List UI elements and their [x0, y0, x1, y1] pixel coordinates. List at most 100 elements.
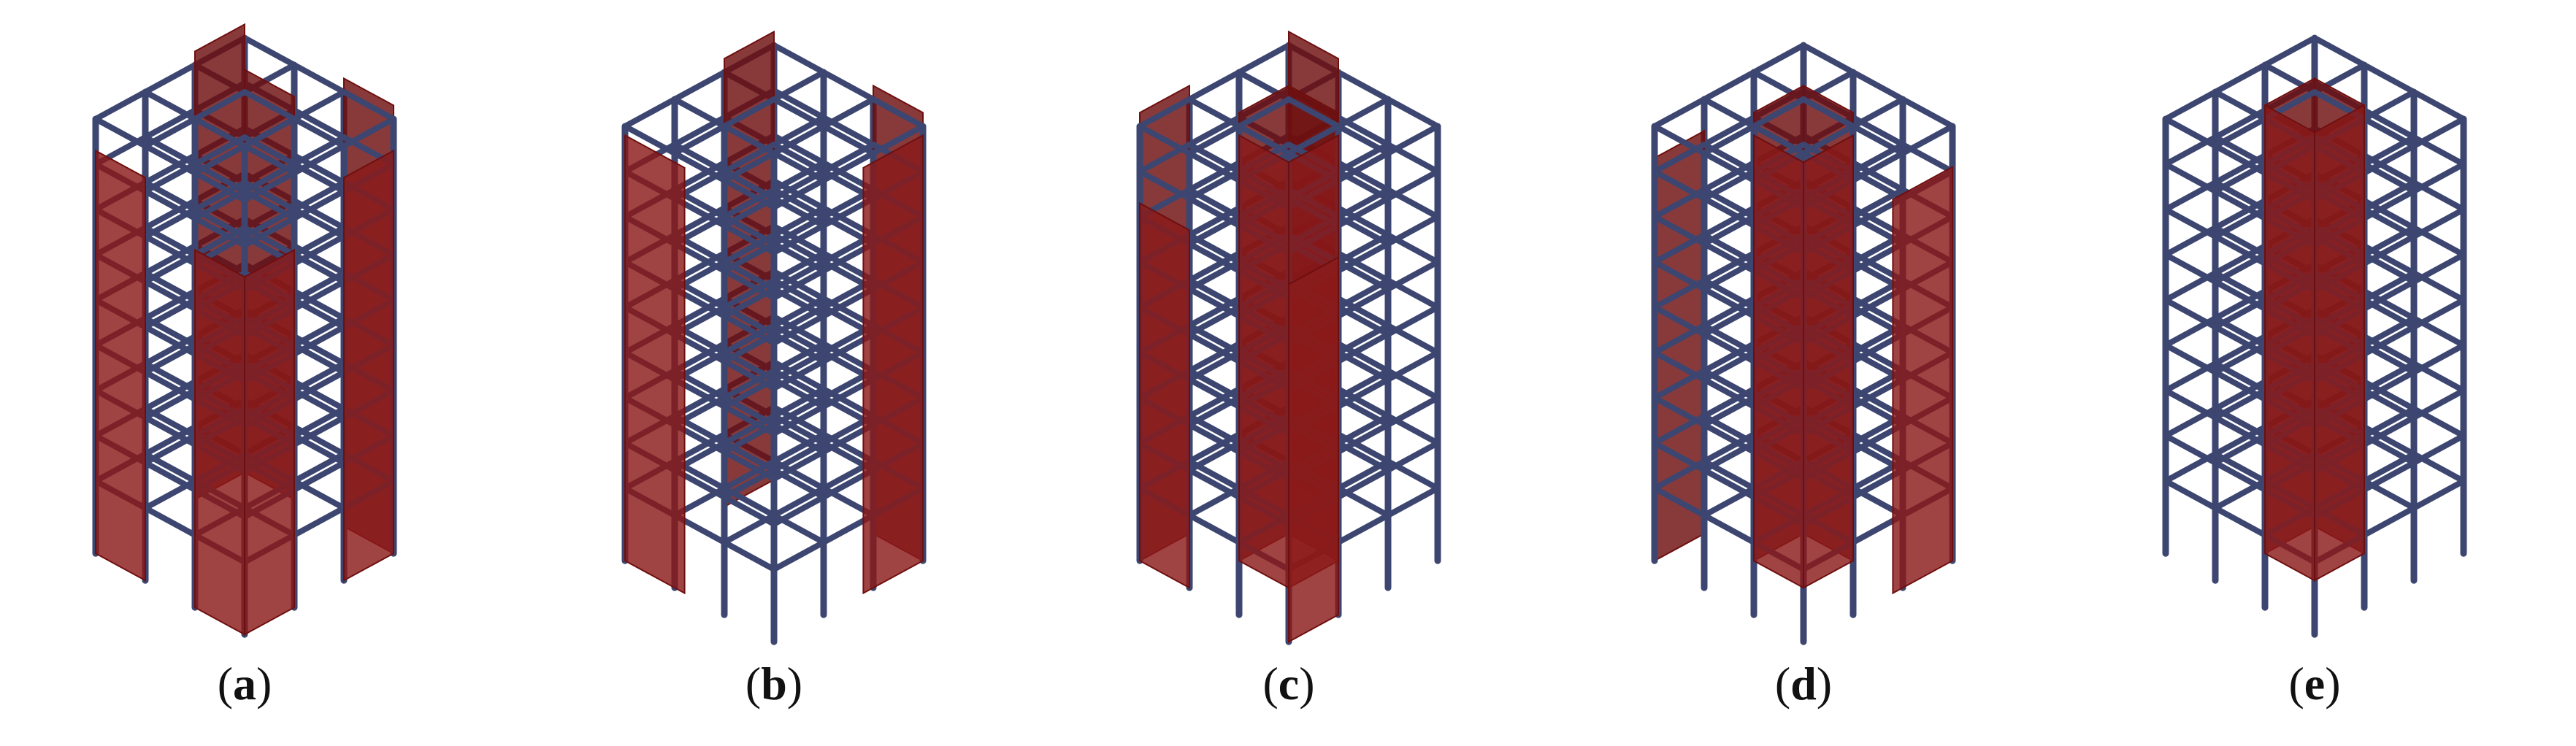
frame-beam [1335, 512, 1391, 545]
frame-beam [1137, 96, 1192, 129]
frame-beam [142, 324, 198, 357]
frame-beam [771, 69, 827, 102]
frame-beam [341, 116, 396, 149]
frame-beam [2411, 433, 2466, 466]
frame-beam [2361, 279, 2417, 312]
frame-beam [2411, 388, 2466, 420]
frame-beam [2212, 62, 2268, 95]
frame-beam [142, 460, 198, 493]
frame-beam [1187, 331, 1242, 364]
frame-beam [1187, 150, 1242, 183]
frame-beam [1187, 422, 1242, 455]
shear-wall [1892, 166, 1953, 595]
frame-beam [1335, 467, 1391, 500]
frame-beam [771, 404, 827, 437]
frame-beam [142, 234, 198, 266]
frame-beam [1701, 241, 1757, 274]
frame-beam [2361, 188, 2417, 221]
frame-beam [2361, 460, 2417, 493]
frame-beam [192, 116, 248, 149]
frame-beam [2163, 388, 2218, 420]
frame-beam [1652, 169, 1707, 201]
frame-beam [1286, 123, 1341, 156]
frame-beam [242, 170, 297, 203]
frame-beam [1701, 422, 1757, 455]
frame-beam [2361, 234, 2417, 266]
frame-beam [2163, 297, 2218, 330]
frame-beam [721, 177, 777, 210]
frame-beam [2163, 252, 2218, 285]
shear-wall [244, 248, 295, 636]
frame-beam [771, 539, 827, 572]
shear-wall [343, 149, 394, 582]
shear-wall [1139, 201, 1190, 589]
frame-beam [2361, 62, 2417, 95]
frame-beam [2361, 89, 2417, 122]
frame-beam [242, 116, 297, 149]
building-model-b [621, 30, 927, 645]
frame-beam [1187, 286, 1242, 319]
frame-beam [1385, 304, 1441, 337]
frame-beam [2411, 89, 2466, 122]
frame-beam [1701, 467, 1757, 500]
frame-beam [721, 449, 777, 482]
frame-beam [1701, 331, 1757, 364]
frame-beam [1335, 123, 1391, 156]
frame-beam [1701, 69, 1757, 102]
frame-beam [1652, 395, 1707, 428]
frame-beam [2361, 116, 2417, 149]
frame-beam [1335, 69, 1391, 102]
frame-beam [721, 96, 777, 129]
frame-beam [142, 369, 198, 402]
frame-beam [1187, 241, 1242, 274]
frame-beam [1652, 304, 1707, 337]
frame-beam [1751, 96, 1806, 129]
frame-beam [1850, 96, 1906, 129]
frame-beam [2411, 297, 2466, 330]
shear-wall [1288, 255, 1339, 643]
frame-beam [1335, 150, 1391, 183]
building-model-c [1136, 30, 1441, 645]
shear-wall [95, 149, 146, 582]
frame-beam [771, 268, 827, 301]
frame-beam [291, 279, 347, 312]
frame-beam [821, 69, 876, 102]
frame-beam [1236, 42, 1292, 75]
frame-beam [341, 89, 396, 122]
frame-beam [2411, 478, 2466, 511]
frame-beam [1801, 123, 1856, 156]
frame-beam [1701, 286, 1757, 319]
frame-beam [142, 279, 198, 312]
frame-beam [1701, 96, 1757, 129]
frame-beam [1335, 331, 1391, 364]
frame-beam [1187, 467, 1242, 500]
frame-beam [721, 223, 777, 255]
frame-beam [1652, 96, 1707, 129]
frame-beam [142, 415, 198, 447]
frame-beam [2163, 89, 2218, 122]
frame-beam [1385, 259, 1441, 292]
building-model-a [92, 23, 397, 638]
frame-beam [622, 123, 678, 156]
caption-e: (e) [2288, 658, 2341, 710]
frame-beam [821, 150, 876, 183]
frame-beam [2262, 35, 2318, 68]
frame-beam [1385, 96, 1441, 129]
caption-c: (c) [1262, 658, 1315, 710]
frame-beam [1187, 512, 1242, 545]
frame-beam [192, 143, 248, 176]
caption-d: (d) [1774, 658, 1833, 710]
frame-beam [2163, 342, 2218, 375]
frame-beam [672, 150, 727, 183]
frame-beam [1335, 422, 1391, 455]
frame-beam [1236, 123, 1292, 156]
frame-beam [1652, 123, 1707, 156]
frame-beam [291, 234, 347, 266]
building-model-e [2162, 34, 2467, 638]
frame-beam [1385, 123, 1441, 156]
frame-beam [2163, 161, 2218, 194]
frame-beam [291, 89, 347, 122]
frame-beam [142, 62, 198, 95]
frame-beam [142, 143, 198, 176]
frame-beam [2212, 116, 2268, 149]
